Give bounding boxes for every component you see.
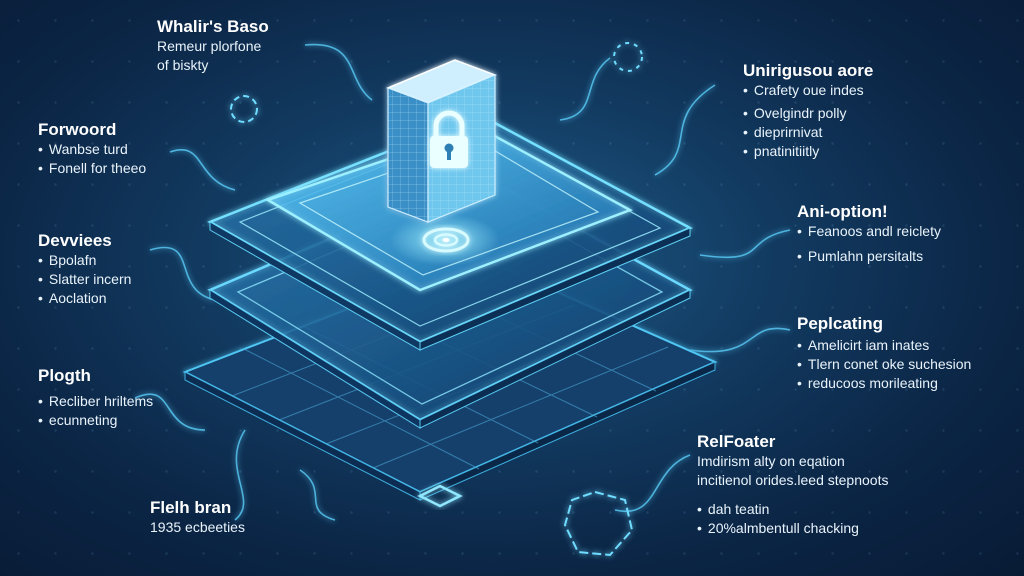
right-block-4-line-1: Imdirism alty on eqation <box>697 453 845 469</box>
right-block-4: RelFoater Imdirism alty on eqation incit… <box>697 432 888 538</box>
right-block-3-title: Peplcating <box>797 314 883 333</box>
hexagon-ring-icon <box>563 490 634 557</box>
right-block-4-line-2: incitienol orides.leed stepnoots <box>697 472 889 488</box>
right-block-1-bullet-3: dieprirnivat <box>743 123 873 142</box>
right-block-3: Peplcating Amelicirt iam inates Tlern co… <box>797 314 971 393</box>
left-block-5-line-1: 1935 ecbeeties <box>150 519 245 535</box>
left-block-4: Plogth Recliber hriltems ecunneting <box>38 366 153 430</box>
left-block-2-title: Forwoord <box>38 120 117 139</box>
right-block-2-bullet-2: Pumlahn persitalts <box>797 247 941 266</box>
right-block-1-bullet-2: Ovelgindr polly <box>743 104 873 123</box>
left-block-3-bullet-2: Slatter incern <box>38 270 131 289</box>
left-block-4-title: Plogth <box>38 366 91 385</box>
ring-icon <box>230 95 258 123</box>
right-block-2-title: Ani-option! <box>797 202 888 221</box>
left-block-1: Whalir's Baso Remeur plorfone of biskty <box>157 17 269 75</box>
square-chip-icon <box>417 484 463 508</box>
left-block-1-line-1: Remeur plorfone <box>157 38 262 54</box>
right-block-4-bullet-1: dah teatin <box>697 500 888 519</box>
left-block-2: Forwoord Wanbse turd Fonell for theeo <box>38 120 146 178</box>
right-block-1-bullet-1: Crafety oue indes <box>743 81 873 100</box>
left-block-1-title: Whalir's Baso <box>157 17 269 36</box>
left-block-3-bullet-3: Aoclation <box>38 289 131 308</box>
right-block-1: Unirigusou aore Crafety oue indes Ovelgi… <box>743 61 873 161</box>
left-block-1-line-2: of biskty <box>157 57 209 73</box>
right-block-3-bullet-2: Tlern conet oke suchesion <box>797 355 971 374</box>
left-block-2-bullet-2: Fonell for theeo <box>38 159 146 178</box>
target-icon <box>422 227 470 253</box>
left-block-3-bullet-1: Bpolafn <box>38 251 131 270</box>
right-block-4-title: RelFoater <box>697 432 776 451</box>
left-block-2-bullet-1: Wanbse turd <box>38 140 146 159</box>
right-block-3-bullet-1: Amelicirt iam inates <box>797 336 971 355</box>
left-block-5: Flelh bran 1935 ecbeeties <box>150 498 245 537</box>
left-block-3: Devviees Bpolafn Slatter incern Aoclatio… <box>38 231 131 308</box>
left-block-4-bullet-1: Recliber hriltems <box>38 392 153 411</box>
ring-icon <box>613 42 643 72</box>
right-block-3-bullet-3: reducoos morileating <box>797 374 971 393</box>
padlock-icon <box>430 110 468 168</box>
right-block-2: Ani-option! Feanoos andl reiclety Pumlah… <box>797 202 941 266</box>
left-block-5-title: Flelh bran <box>150 498 232 517</box>
right-block-1-bullet-4: pnatinitiitly <box>743 142 873 161</box>
right-block-1-title: Unirigusou aore <box>743 61 874 80</box>
left-block-3-title: Devviees <box>38 231 112 250</box>
right-block-2-bullet-1: Feanoos andl reiclety <box>797 222 941 241</box>
right-block-4-bullet-2: 20%almbentull chacking <box>697 519 888 538</box>
left-block-4-bullet-2: ecunneting <box>38 411 153 430</box>
